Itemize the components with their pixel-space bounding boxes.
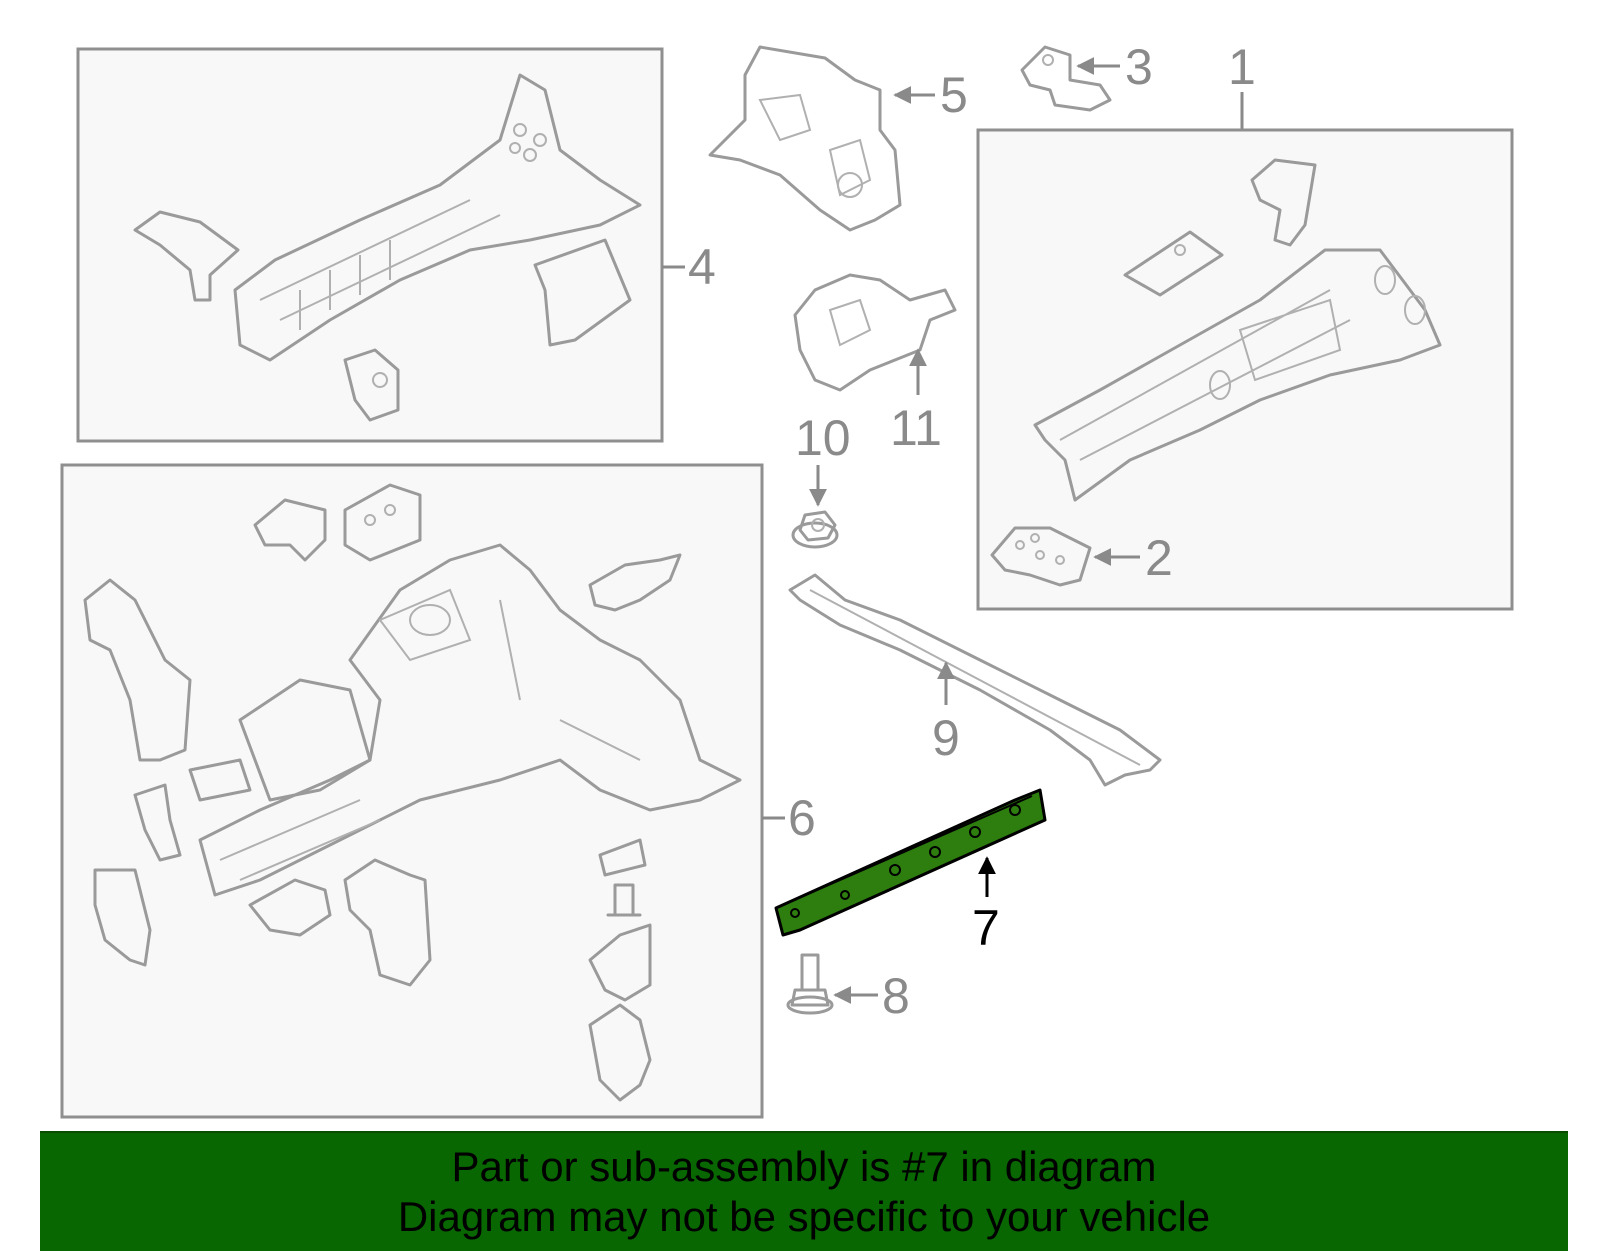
part-10-nut xyxy=(791,510,839,549)
part-7-highlighted xyxy=(774,788,1047,937)
callout-4: 4 xyxy=(688,239,716,295)
box-part-4 xyxy=(76,47,664,443)
part-9 xyxy=(788,573,1162,787)
callout-2: 2 xyxy=(1145,530,1173,586)
banner-line-disclaimer: Diagram may not be specific to your vehi… xyxy=(397,1193,1211,1240)
part-8-bolt xyxy=(786,953,834,1015)
part-11 xyxy=(793,273,957,392)
callout-3: 3 xyxy=(1125,39,1153,95)
callout-8: 8 xyxy=(882,968,910,1024)
info-banner: Part or sub-assembly is #7 in diagram Di… xyxy=(40,1131,1568,1251)
part-3 xyxy=(1020,45,1112,112)
callout-7: 7 xyxy=(972,900,1000,956)
callout-9: 9 xyxy=(932,710,960,766)
box-part-1 xyxy=(976,128,1514,611)
callout-10: 10 xyxy=(795,410,851,466)
callout-6: 6 xyxy=(788,790,816,846)
box-part-6 xyxy=(60,463,764,1119)
callout-11: 11 xyxy=(890,400,942,456)
callout-1: 1 xyxy=(1228,39,1256,95)
banner-line-part: Part or sub-assembly is #7 in diagram xyxy=(451,1143,1157,1190)
callout-5: 5 xyxy=(940,67,968,123)
part-5 xyxy=(708,45,902,232)
